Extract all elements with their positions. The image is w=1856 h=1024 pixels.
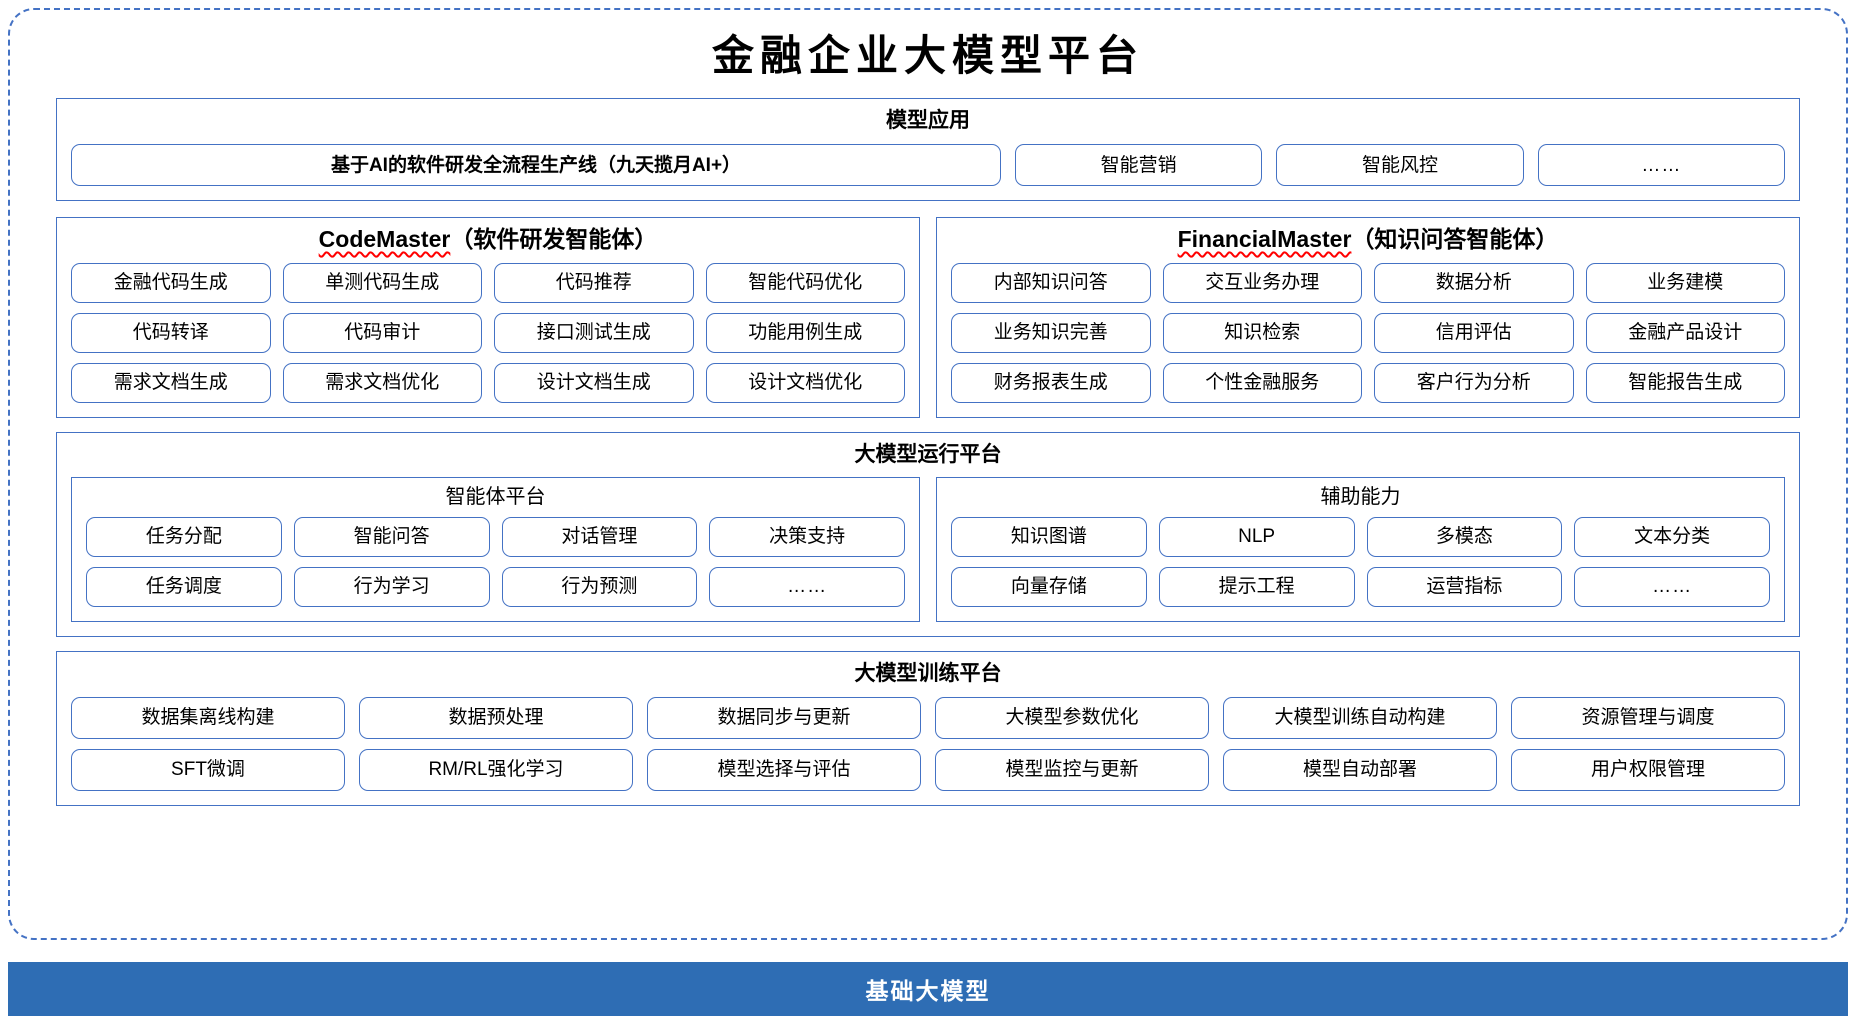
agent-name-financialmaster: FinancialMaster bbox=[1177, 226, 1352, 253]
app-chip-primary[interactable]: 基于AI的软件研发全流程生产线（九天揽月AI+） bbox=[71, 144, 1001, 187]
agent-name-codemaster: CodeMaster bbox=[318, 226, 451, 253]
auxiliary-chip-4[interactable]: 向量存储 bbox=[951, 566, 1147, 607]
financialmaster-chip-8[interactable]: 财务报表生成 bbox=[951, 362, 1151, 403]
app-chip-more[interactable]: …… bbox=[1537, 144, 1785, 187]
codemaster-chip-8[interactable]: 需求文档生成 bbox=[71, 362, 271, 403]
training-chip-9[interactable]: 模型监控与更新 bbox=[935, 748, 1209, 791]
codemaster-chip-11[interactable]: 设计文档优化 bbox=[705, 362, 905, 403]
agent-platform-chip-more[interactable]: …… bbox=[709, 566, 905, 607]
section-runtime-platform: 大模型运行平台 智能体平台 任务分配 智能问答 对话管理 决策支持 任务调度 行… bbox=[56, 431, 1800, 637]
auxiliary-chip-0[interactable]: 知识图谱 bbox=[951, 516, 1147, 557]
agent-platform-chip-5[interactable]: 行为学习 bbox=[293, 566, 490, 607]
agent-suffix-financialmaster: （知识问答智能体） bbox=[1351, 226, 1559, 253]
auxiliary-chip-2[interactable]: 多模态 bbox=[1366, 516, 1563, 557]
codemaster-chip-6[interactable]: 接口测试生成 bbox=[494, 312, 694, 353]
section-model-applications: 模型应用 基于AI的软件研发全流程生产线（九天揽月AI+） 智能营销 智能风控 … bbox=[56, 98, 1800, 202]
codemaster-chip-10[interactable]: 设计文档生成 bbox=[494, 362, 694, 403]
section-title-model-applications: 模型应用 bbox=[886, 109, 970, 132]
agent-platform-chip-3[interactable]: 决策支持 bbox=[709, 516, 905, 557]
training-chip-0[interactable]: 数据集离线构建 bbox=[71, 696, 345, 739]
base-model-bar: 基础大模型 bbox=[8, 962, 1848, 1016]
training-chip-8[interactable]: 模型选择与评估 bbox=[647, 748, 921, 791]
app-chip-marketing[interactable]: 智能营销 bbox=[1015, 144, 1263, 187]
agent-platform-chip-2[interactable]: 对话管理 bbox=[501, 516, 698, 557]
model-applications-row: 基于AI的软件研发全流程生产线（九天揽月AI+） 智能营销 智能风控 …… bbox=[71, 144, 1785, 187]
agent-heading-codemaster: CodeMaster（软件研发智能体） bbox=[71, 226, 905, 252]
financialmaster-chip-5[interactable]: 知识检索 bbox=[1162, 312, 1362, 353]
financialmaster-chip-10[interactable]: 客户行为分析 bbox=[1374, 362, 1574, 403]
platform-outer-frame: 金融企业大模型平台 模型应用 基于AI的软件研发全流程生产线（九天揽月AI+） … bbox=[8, 8, 1848, 940]
agent-platform-chip-0[interactable]: 任务分配 bbox=[86, 516, 282, 557]
auxiliary-chip-6[interactable]: 运营指标 bbox=[1366, 566, 1563, 607]
agents-row: CodeMaster（软件研发智能体） 金融代码生成 单测代码生成 代码推荐 智… bbox=[56, 217, 1800, 418]
app-chip-risk-control[interactable]: 智能风控 bbox=[1276, 144, 1524, 187]
codemaster-chip-7[interactable]: 功能用例生成 bbox=[705, 312, 905, 353]
agent-suffix-codemaster: （软件研发智能体） bbox=[450, 226, 658, 253]
codemaster-chip-2[interactable]: 代码推荐 bbox=[494, 262, 694, 303]
training-platform-grid: 数据集离线构建 数据预处理 数据同步与更新 大模型参数优化 大模型训练自动构建 … bbox=[71, 696, 1785, 791]
base-model-label: 基础大模型 bbox=[865, 978, 991, 1004]
financialmaster-chip-0[interactable]: 内部知识问答 bbox=[951, 262, 1151, 303]
training-chip-2[interactable]: 数据同步与更新 bbox=[647, 696, 921, 739]
codemaster-chip-5[interactable]: 代码审计 bbox=[282, 312, 482, 353]
financialmaster-chip-4[interactable]: 业务知识完善 bbox=[951, 312, 1151, 353]
agent-platform-chip-1[interactable]: 智能问答 bbox=[293, 516, 490, 557]
auxiliary-chip-3[interactable]: 文本分类 bbox=[1574, 516, 1770, 557]
runtime-box-auxiliary-capabilities: 辅助能力 知识图谱 NLP 多模态 文本分类 向量存储 提示工程 运营指标 …… bbox=[936, 476, 1785, 622]
training-chip-3[interactable]: 大模型参数优化 bbox=[935, 696, 1209, 739]
page-title: 金融企业大模型平台 bbox=[711, 34, 1144, 80]
section-codemaster: CodeMaster（软件研发智能体） 金融代码生成 单测代码生成 代码推荐 智… bbox=[56, 217, 920, 418]
training-chip-11[interactable]: 用户权限管理 bbox=[1511, 748, 1785, 791]
subsection-title-auxiliary-capabilities: 辅助能力 bbox=[1320, 485, 1401, 508]
training-chip-5[interactable]: 资源管理与调度 bbox=[1511, 696, 1785, 739]
financialmaster-chip-11[interactable]: 智能报告生成 bbox=[1585, 362, 1785, 403]
codemaster-chip-0[interactable]: 金融代码生成 bbox=[71, 262, 271, 303]
auxiliary-chip-more[interactable]: …… bbox=[1574, 566, 1770, 607]
agent-platform-chip-4[interactable]: 任务调度 bbox=[86, 566, 282, 607]
financialmaster-capability-grid: 内部知识问答 交互业务办理 数据分析 业务建模 业务知识完善 知识检索 信用评估… bbox=[951, 262, 1785, 403]
section-financialmaster: FinancialMaster（知识问答智能体） 内部知识问答 交互业务办理 数… bbox=[936, 217, 1800, 418]
auxiliary-capabilities-grid: 知识图谱 NLP 多模态 文本分类 向量存储 提示工程 运营指标 …… bbox=[951, 516, 1770, 607]
agent-heading-financialmaster: FinancialMaster（知识问答智能体） bbox=[951, 226, 1785, 252]
auxiliary-chip-5[interactable]: 提示工程 bbox=[1158, 566, 1355, 607]
financialmaster-chip-2[interactable]: 数据分析 bbox=[1374, 262, 1574, 303]
agent-platform-grid: 任务分配 智能问答 对话管理 决策支持 任务调度 行为学习 行为预测 …… bbox=[86, 516, 905, 607]
codemaster-chip-4[interactable]: 代码转译 bbox=[71, 312, 271, 353]
auxiliary-chip-1[interactable]: NLP bbox=[1158, 516, 1355, 557]
financialmaster-chip-7[interactable]: 金融产品设计 bbox=[1585, 312, 1785, 353]
subsection-title-agent-platform: 智能体平台 bbox=[445, 485, 546, 508]
training-chip-1[interactable]: 数据预处理 bbox=[359, 696, 633, 739]
training-chip-10[interactable]: 模型自动部署 bbox=[1223, 748, 1497, 791]
runtime-boxes-row: 智能体平台 任务分配 智能问答 对话管理 决策支持 任务调度 行为学习 行为预测… bbox=[71, 476, 1785, 622]
codemaster-chip-1[interactable]: 单测代码生成 bbox=[282, 262, 482, 303]
financialmaster-chip-6[interactable]: 信用评估 bbox=[1374, 312, 1574, 353]
training-chip-4[interactable]: 大模型训练自动构建 bbox=[1223, 696, 1497, 739]
financialmaster-chip-3[interactable]: 业务建模 bbox=[1585, 262, 1785, 303]
section-title-training-platform: 大模型训练平台 bbox=[854, 661, 1002, 685]
codemaster-chip-3[interactable]: 智能代码优化 bbox=[705, 262, 905, 303]
financialmaster-chip-1[interactable]: 交互业务办理 bbox=[1162, 262, 1362, 303]
agent-platform-chip-6[interactable]: 行为预测 bbox=[501, 566, 698, 607]
training-chip-7[interactable]: RM/RL强化学习 bbox=[359, 748, 633, 791]
training-chip-6[interactable]: SFT微调 bbox=[71, 748, 345, 791]
runtime-box-agent-platform: 智能体平台 任务分配 智能问答 对话管理 决策支持 任务调度 行为学习 行为预测… bbox=[71, 476, 920, 622]
financialmaster-chip-9[interactable]: 个性金融服务 bbox=[1162, 362, 1362, 403]
section-training-platform: 大模型训练平台 数据集离线构建 数据预处理 数据同步与更新 大模型参数优化 大模… bbox=[56, 650, 1800, 806]
codemaster-capability-grid: 金融代码生成 单测代码生成 代码推荐 智能代码优化 代码转译 代码审计 接口测试… bbox=[71, 262, 905, 403]
section-title-runtime-platform: 大模型运行平台 bbox=[854, 442, 1002, 466]
codemaster-chip-9[interactable]: 需求文档优化 bbox=[282, 362, 482, 403]
